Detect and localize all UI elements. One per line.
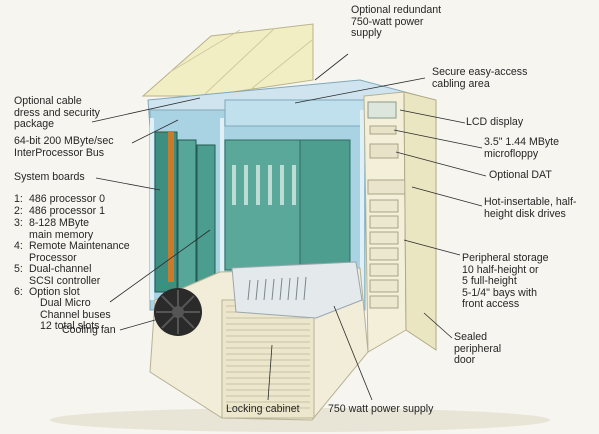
leader-lines [91, 53, 487, 401]
system-board-text: 486 processor 0 [29, 193, 105, 205]
system-board-num: 4: [14, 240, 23, 252]
power-supply-fins [247, 276, 307, 301]
label-power-supply: 750 watt power supply [328, 403, 434, 415]
label-dual-micro-channel: Dual Micro Channel buses 12 total slots [40, 297, 111, 333]
label-cable-dress-package: Optional cable dress and security packag… [14, 95, 100, 131]
system-board-item: 1: 486 processor 0 [14, 193, 105, 206]
system-board-item: 2: 486 processor 1 [14, 205, 105, 218]
top-lid [141, 23, 314, 97]
cooling-fan [154, 288, 202, 336]
label-locking-cabinet: Locking cabinet [226, 403, 300, 415]
system-board-text: Dual-channel SCSI controller [29, 263, 101, 287]
system-board-num: 2: [14, 205, 23, 217]
system-board-num: 5: [14, 263, 23, 275]
system-board-num: 1: [14, 193, 23, 205]
system-board-num: 6: [14, 286, 23, 298]
label-redundant-power-supply: Optional redundant 750-watt power supply [351, 4, 442, 40]
cage-rails [150, 110, 364, 300]
system-board-num: 3: [14, 217, 23, 229]
drive-bays [369, 199, 399, 309]
peripheral-door [403, 91, 437, 351]
label-cabling-area: Secure easy-access cabling area [432, 66, 528, 90]
floppy-drive [369, 125, 397, 135]
system-board-text: Option slot [29, 286, 80, 298]
label-system-boards: System boards [14, 171, 85, 183]
label-lcd-display: LCD display [466, 116, 524, 128]
label-hot-insertable-drives: Hot-insertable, half- height disk drives [484, 196, 577, 220]
label-cooling-fan: Cooling fan [62, 324, 116, 336]
dat-drive [369, 143, 399, 159]
label-peripheral-storage: Peripheral storage 10 half-height or 5 f… [462, 252, 549, 311]
system-board-item: 4: Remote Maintenance Processor [14, 240, 130, 264]
system-board-stack [154, 131, 216, 293]
system-board-text: 486 processor 1 [29, 205, 105, 217]
system-board-text: Remote Maintenance Processor [29, 240, 130, 264]
cabling-area [224, 99, 366, 127]
label-interprocessor-bus: 64-bit 200 MByte/sec InterProcessor Bus [14, 135, 114, 159]
label-microfloppy: 3.5" 1.44 MByte microfloppy [484, 136, 560, 160]
system-board-item: 6: Option slot [14, 286, 80, 299]
system-board-item: 3: 8-128 MByte main memory [14, 217, 94, 241]
label-sealed-door: Sealed peripheral door [454, 331, 502, 367]
label-optional-dat: Optional DAT [489, 169, 552, 181]
micro-channel-boards [224, 139, 351, 271]
lcd-display [367, 101, 397, 119]
system-board-item: 5: Dual-channel SCSI controller [14, 263, 101, 287]
system-board-text: 8-128 MByte main memory [29, 217, 94, 241]
